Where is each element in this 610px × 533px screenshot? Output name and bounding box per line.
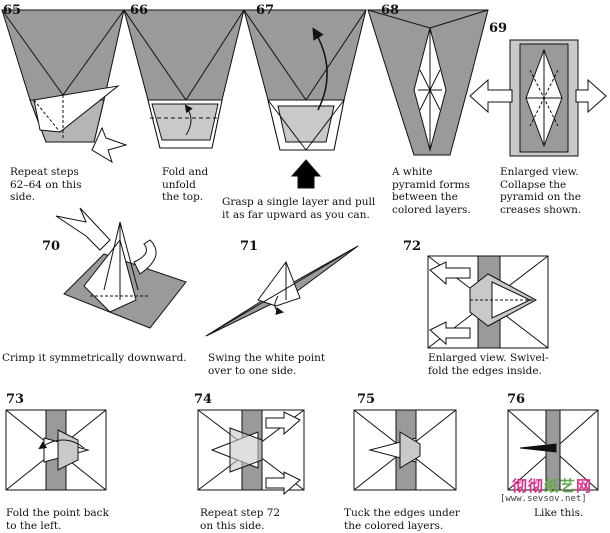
step-caption: Fold the point back to the left.	[6, 507, 109, 532]
step-71-figure	[205, 245, 359, 337]
step-75-figure	[353, 409, 457, 491]
watermark-brand-left: 彻彻	[512, 477, 545, 495]
watermark-brand-right: 纸艺	[544, 477, 577, 495]
step-number: 74	[194, 392, 213, 407]
step-68-figure	[367, 9, 489, 156]
step-67-figure	[243, 9, 367, 189]
watermark-brand: 彻彻纸艺网	[512, 475, 592, 496]
step-65-figure	[1, 9, 128, 164]
step-number: 75	[357, 392, 376, 407]
step-72-figure	[427, 255, 549, 349]
step-caption: Enlarged view. Swivel- fold the edges in…	[428, 352, 549, 377]
step-number: 65	[3, 3, 22, 18]
step-66-figure	[123, 9, 245, 149]
watermark-url: [www.sevsov.net]	[500, 494, 587, 504]
step-number: 66	[130, 3, 149, 18]
step-70-figure	[55, 207, 187, 329]
step-caption: Like this.	[534, 507, 584, 519]
step-number: 71	[240, 239, 259, 254]
step-caption: Crimp it symmetrically downward.	[2, 352, 187, 364]
step-caption: Fold and unfold the top.	[162, 166, 209, 203]
step-number: 70	[42, 239, 61, 254]
step-number: 69	[489, 21, 508, 36]
step-69-figure	[469, 39, 607, 157]
step-number: 68	[381, 3, 400, 18]
step-number: 67	[256, 3, 275, 18]
step-caption: Repeat step 72 on this side.	[200, 507, 281, 532]
step-74-figure	[197, 409, 305, 496]
step-caption: Enlarged view. Collapse the pyramid on t…	[500, 166, 582, 216]
watermark-domain: 网	[576, 477, 593, 495]
step-73-figure	[5, 409, 107, 491]
step-caption: Swing the white point over to one side.	[208, 352, 326, 377]
step-number: 72	[403, 239, 422, 254]
step-number: 73	[6, 392, 25, 407]
step-caption: Repeat steps 62–64 on this side.	[10, 166, 82, 203]
step-caption: A white pyramid forms between the colore…	[392, 166, 471, 216]
step-number: 76	[507, 392, 526, 407]
step-76-figure	[507, 409, 599, 491]
step-caption: Grasp a single layer and pull it as far …	[222, 196, 376, 221]
step-caption: Tuck the edges under the colored layers.	[344, 507, 460, 532]
